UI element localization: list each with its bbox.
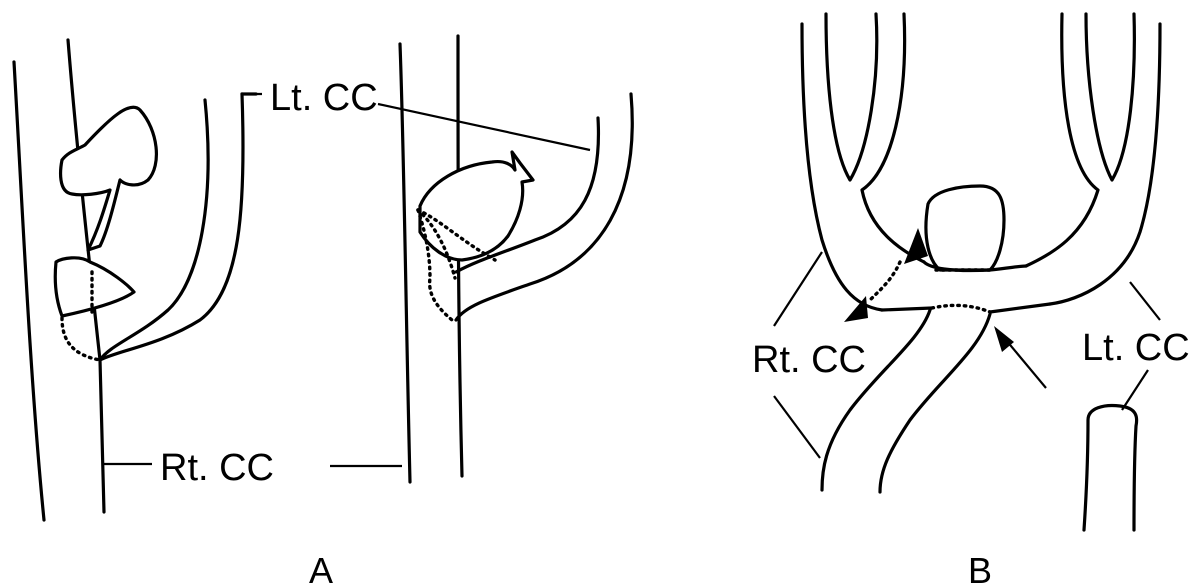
- panel-b-rtcc-leader-down: [774, 396, 820, 458]
- panel-b-label-lt-cc: Lt. CC: [1082, 327, 1190, 369]
- panel-a-ltcc-leader-right: [378, 104, 590, 150]
- panel-b-dotted-arch: [932, 305, 990, 312]
- panel-b-left-fork-inner-b: [862, 14, 924, 262]
- panel-b-ltcc-leader-down: [1122, 370, 1148, 410]
- panel-b: Rt. CC Lt. CC B: [752, 14, 1190, 587]
- panel-b-ltcc-leader-up: [1130, 282, 1160, 320]
- panel-a-right-sac: [420, 152, 533, 260]
- panel-a-triangle-sac: [55, 258, 134, 316]
- panel-a-label-rt-cc: Rt. CC: [160, 447, 274, 489]
- panel-a-label-lt-cc: Lt. CC: [270, 77, 378, 119]
- panel-b-arrowhead-upper: [904, 228, 928, 264]
- panel-b-left-fork-outer: [802, 24, 882, 310]
- panel-b-trunk-right: [880, 314, 990, 492]
- panel-a: Lt. CC Rt. CC A: [14, 36, 632, 587]
- panel-a-dotted-2: [62, 318, 100, 360]
- panel-a-left-vessel-outer: [14, 62, 44, 520]
- panel-b-arch-lower-right: [990, 304, 1050, 312]
- panel-b-dotted-left: [868, 262, 900, 302]
- panel-b-arrow-shaft: [1006, 340, 1046, 388]
- panel-b-rtcc-leader-up: [774, 252, 822, 326]
- panel-b-arrowhead-right: [994, 326, 1014, 352]
- panel-a-letter: A: [309, 550, 333, 587]
- panel-b-arch-lower-left: [882, 308, 932, 310]
- panel-b-trunk-left: [822, 310, 930, 490]
- panel-b-left-fork-inner-a: [826, 14, 877, 180]
- panel-b-letter: B: [968, 550, 992, 587]
- panel-b-stump: [1084, 406, 1137, 530]
- panel-b-right-fork-inner-a: [1086, 14, 1134, 180]
- panel-b-label-rt-cc: Rt. CC: [752, 339, 866, 381]
- panel-b-aneurysm-sac: [926, 186, 1004, 270]
